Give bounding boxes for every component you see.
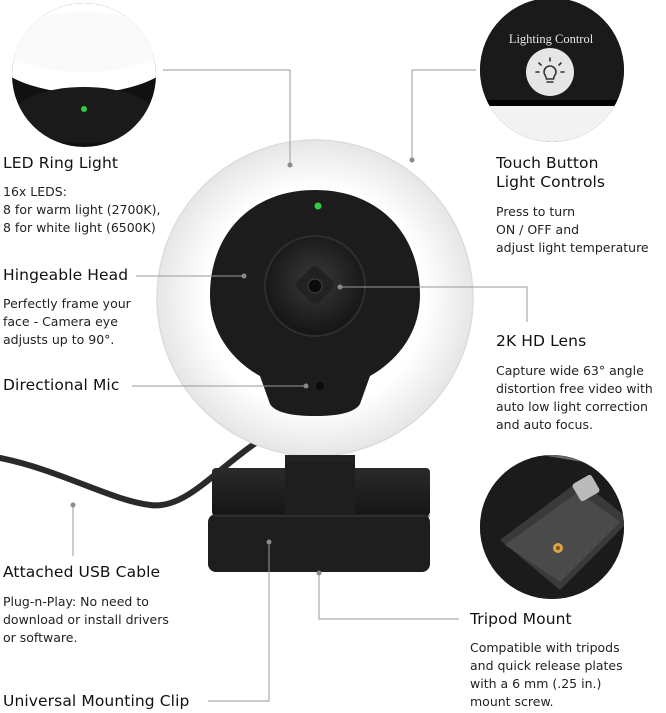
touch-button-title-line: Light Controls: [496, 173, 606, 191]
hingeable-head-description: Perfectly frame your face - Camera eye a…: [3, 295, 131, 349]
tripod-title: Tripod Mount: [470, 610, 572, 628]
touch-button-title: Touch Button Light Controls: [496, 154, 605, 192]
led-indicator-icon: [314, 202, 322, 210]
hingeable-head-line: adjusts up to 90°.: [3, 332, 115, 347]
leader-lines: [72, 69, 528, 702]
usb-line: or software.: [3, 630, 78, 645]
light-bulb-icon: [535, 57, 565, 83]
led-ring-inset: [12, 3, 156, 147]
usb-line: download or install drivers: [3, 612, 169, 627]
leader-dots: [70, 157, 415, 576]
hingeable-head-line: face - Camera eye: [3, 314, 118, 329]
touch-button-line: Press to turn: [496, 204, 576, 219]
touch-button-description: Press to turn ON / OFF and adjust light …: [496, 203, 649, 257]
mounting-clip-base: [208, 462, 430, 572]
hingeable-head-line: Perfectly frame your: [3, 296, 131, 311]
led-ring-line: 16x LEDS:: [3, 184, 67, 199]
touch-control-inset: Lighting Control: [480, 0, 624, 142]
lens-line: distortion free video with: [496, 381, 653, 396]
lens-description: Capture wide 63° angle distortion free v…: [496, 362, 653, 434]
lens-title: 2K HD Lens: [496, 332, 587, 350]
tripod-line: mount screw.: [470, 694, 554, 709]
usb-title: Attached USB Cable: [3, 563, 161, 581]
tripod-line: with a 6 mm (.25 in.): [470, 676, 602, 691]
hingeable-head-title: Hingeable Head: [3, 266, 129, 284]
mic-title: Directional Mic: [3, 376, 120, 394]
usb-description: Plug-n-Play: No need to download or inst…: [3, 593, 169, 647]
tripod-mount-inset: [480, 455, 624, 599]
led-ring-title: LED Ring Light: [3, 154, 119, 172]
lens-line: Capture wide 63° angle: [496, 363, 644, 378]
tripod-description: Compatible with tripods and quick releas…: [470, 639, 623, 711]
led-ring-line: 8 for white light (6500K): [3, 220, 156, 235]
lens-line: auto low light correction: [496, 399, 648, 414]
touch-button-line: ON / OFF and: [496, 222, 580, 237]
tripod-line: and quick release plates: [470, 658, 623, 673]
usb-line: Plug-n-Play: No need to: [3, 594, 149, 609]
clip-title: Universal Mounting Clip: [3, 692, 190, 710]
touch-button-line: adjust light temperature: [496, 240, 649, 255]
mic-hole: [316, 382, 324, 390]
inset-lighting-label: Lighting Control: [509, 32, 594, 46]
tripod-line: Compatible with tripods: [470, 640, 620, 655]
camera-head: [210, 190, 420, 416]
touch-button-title-line: Touch Button: [496, 154, 599, 172]
lens-line: and auto focus.: [496, 417, 593, 432]
led-ring-description: 16x LEDS: 8 for warm light (2700K), 8 fo…: [3, 183, 160, 237]
led-ring-line: 8 for warm light (2700K),: [3, 202, 161, 217]
